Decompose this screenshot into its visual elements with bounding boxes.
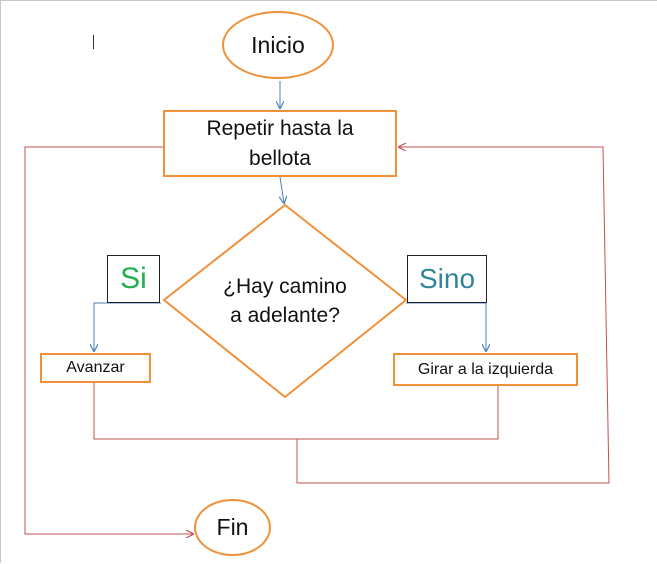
turn-left-node <box>393 353 578 386</box>
yes-label: Si <box>120 262 147 295</box>
merge-line <box>93 383 499 440</box>
arrow-yes-to-advance <box>94 302 161 351</box>
end-node <box>194 499 271 556</box>
no-label-box: Sino <box>407 255 487 303</box>
arrow-no-to-turn <box>406 302 486 351</box>
arrow-loop-to-decision <box>280 176 284 203</box>
advance-label: Avanzar <box>66 359 125 376</box>
start-label: Inicio <box>251 31 305 58</box>
loop-node <box>163 110 397 177</box>
text-cursor-mark <box>93 35 94 49</box>
yes-label-box: Si <box>107 255 160 303</box>
no-label: Sino <box>418 263 476 294</box>
decision-diamond <box>162 203 408 399</box>
turn-left-label: Girar a la izquierda <box>417 360 554 378</box>
exit-to-end-line <box>24 146 193 534</box>
start-node <box>222 11 334 79</box>
end-label: Fin <box>216 514 249 540</box>
advance-node <box>40 353 151 383</box>
loop-label: Repetir hasta la bellota <box>206 116 354 170</box>
loop-back-line <box>296 147 610 484</box>
decision-label: ¿Hay camino a adelante? <box>223 275 347 327</box>
